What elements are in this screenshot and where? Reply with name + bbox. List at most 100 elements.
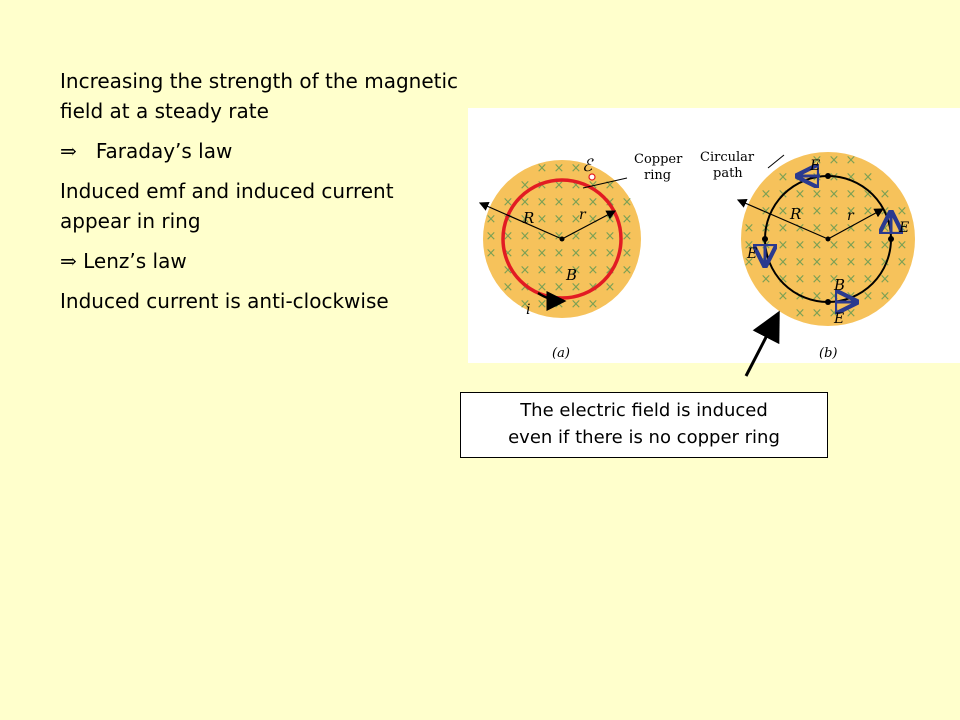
field-cross-icon: ×	[846, 238, 857, 253]
field-cross-icon: ×	[812, 153, 823, 168]
field-cross-icon: ×	[812, 255, 823, 270]
field-cross-icon: ×	[829, 170, 840, 185]
field-cross-icon: ×	[520, 195, 531, 210]
field-cross-icon: ×	[846, 272, 857, 287]
field-cross-icon: ×	[795, 204, 806, 219]
field-cross-icon: ×	[605, 246, 616, 261]
field-cross-icon: ×	[537, 212, 548, 227]
field-cross-icon: ×	[537, 178, 548, 193]
field-cross-icon: ×	[537, 280, 548, 295]
field-cross-icon: ×	[829, 306, 840, 321]
field-cross-icon: ×	[846, 255, 857, 270]
field-cross-icon: ×	[795, 221, 806, 236]
field-cross-icon: ×	[863, 255, 874, 270]
statement-current-direction: Induced current is anti-clockwise	[60, 289, 389, 313]
field-cross-icon: ×	[622, 263, 633, 278]
field-cross-icon: ×	[503, 229, 514, 244]
field-cross-icon: ×	[520, 263, 531, 278]
field-cross-icon: ×	[537, 161, 548, 176]
field-cross-icon: ×	[829, 187, 840, 202]
field-cross-icon: ×	[622, 212, 633, 227]
radius-R-a	[478, 201, 563, 240]
field-cross-icon: ×	[812, 238, 823, 253]
field-cross-icon: ×	[520, 246, 531, 261]
field-cross-icon: ×	[846, 204, 857, 219]
field-cross-icon: ×	[503, 212, 514, 227]
field-cross-icon: ×	[571, 297, 582, 312]
field-cross-icon: ×	[571, 280, 582, 295]
field-cross-icon: ×	[588, 263, 599, 278]
field-cross-icon: ×	[605, 229, 616, 244]
implies-arrow-icon: ⇒	[60, 249, 77, 273]
lenz-law-text: Lenz’s law	[83, 249, 187, 273]
field-cross-icon: ×	[537, 229, 548, 244]
field-cross-icon: ×	[571, 212, 582, 227]
field-cross-icon: ×	[588, 212, 599, 227]
field-cross-icon: ×	[812, 289, 823, 304]
field-cross-icon: ×	[829, 289, 840, 304]
label-B-b: B	[833, 276, 845, 294]
field-cross-icon: ×	[554, 212, 565, 227]
field-cross-icon: ×	[622, 195, 633, 210]
statement-induced-emf: Induced emf and induced current appear i…	[60, 179, 394, 233]
field-cross-icon: ×	[486, 246, 497, 261]
field-cross-icon: ×	[761, 272, 772, 287]
label-E-bottom: E	[833, 311, 844, 327]
label-circular-1: Circular	[700, 150, 755, 165]
field-cross-icon: ×	[554, 229, 565, 244]
field-cross-icon: ×	[795, 272, 806, 287]
field-cross-icon: ×	[588, 195, 599, 210]
field-cross-icon: ×	[588, 229, 599, 244]
explanation-text: Increasing the strength of the magnetic …	[60, 66, 460, 326]
label-copper-1: Copper	[634, 152, 683, 167]
field-cross-icon: ×	[605, 212, 616, 227]
field-cross-icon: ×	[520, 297, 531, 312]
field-cross-icon: ×	[880, 187, 891, 202]
field-cross-icon: ×	[554, 280, 565, 295]
label-copper-2: ring	[644, 168, 671, 183]
field-cross-icon: ×	[778, 272, 789, 287]
field-cross-icon: ×	[744, 238, 755, 253]
field-cross-icon: ×	[880, 238, 891, 253]
field-cross-icon: ×	[554, 263, 565, 278]
note-box: The electric field is induced even if th…	[460, 392, 828, 458]
field-cross-icon: ×	[778, 221, 789, 236]
field-cross-icon: ×	[486, 229, 497, 244]
field-cross-icon: ×	[880, 289, 891, 304]
field-cross-icon: ×	[503, 280, 514, 295]
label-R-a: R	[522, 209, 534, 227]
field-cross-icon: ×	[537, 263, 548, 278]
field-cross-icon: ×	[846, 221, 857, 236]
panel-label-b: (b)	[819, 346, 837, 361]
radius-r-a	[561, 210, 617, 240]
field-cross-icon: ×	[812, 306, 823, 321]
ring-gap-terminal	[588, 173, 596, 181]
figure-svg: × × × × × × × × × × × × × × × × × × × × × × × × × × × × × × × × × × × × × × × ×…	[478, 150, 915, 361]
field-cross-icon: ×	[554, 161, 565, 176]
field-cross-icon: ×	[503, 246, 514, 261]
field-cross-icon: ×	[622, 246, 633, 261]
field-cross-icon: ×	[863, 204, 874, 219]
faraday-law-line: ⇒ Faraday’s law	[60, 136, 460, 166]
field-cross-icon: ×	[863, 221, 874, 236]
field-cross-icon: ×	[571, 178, 582, 193]
field-cross-icon: ×	[554, 178, 565, 193]
field-cross-icon: ×	[846, 187, 857, 202]
implies-arrow-icon: ⇒	[60, 139, 77, 163]
field-cross-icon: ×	[761, 187, 772, 202]
field-cross-icon: ×	[778, 289, 789, 304]
current-arrow	[537, 290, 567, 311]
field-cross-icon: ×	[795, 187, 806, 202]
field-cross-icon: ×	[795, 306, 806, 321]
field-cross-icon: ×	[863, 238, 874, 253]
radius-R-b	[736, 198, 829, 240]
field-cross-icon: ×	[537, 246, 548, 261]
field-cross-icon: ×	[744, 221, 755, 236]
field-cross-icon: ×	[795, 238, 806, 253]
label-E-left: E	[746, 246, 757, 262]
field-cross-icon: ×	[744, 255, 755, 270]
label-emf: ℰ	[582, 156, 594, 176]
field-cross-icon: ×	[846, 170, 857, 185]
field-cross-icon: ×	[571, 263, 582, 278]
